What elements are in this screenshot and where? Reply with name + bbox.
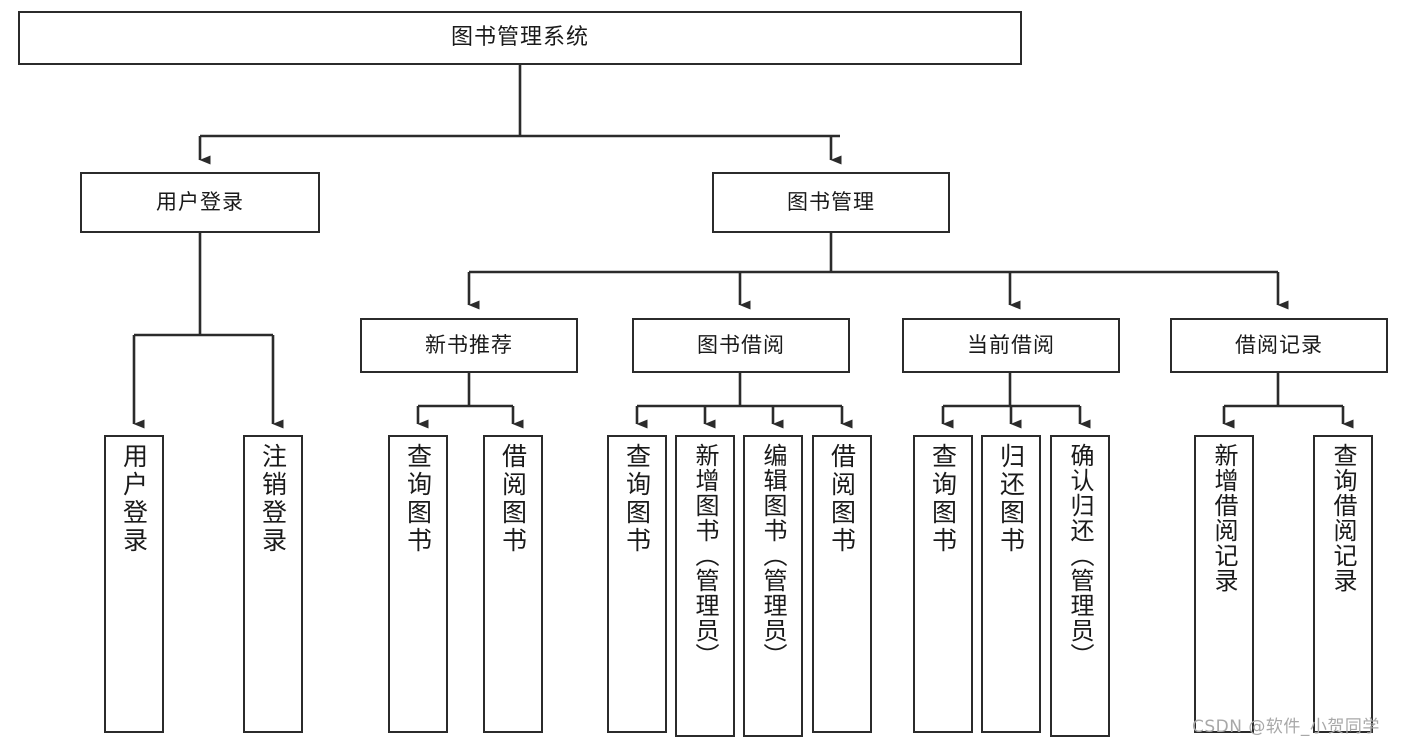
csdn-watermark: CSDN @软件_小贺同学: [1192, 717, 1380, 737]
node-label: 用户登录: [156, 189, 244, 214]
node-current-borrow[interactable]: 当前借阅: [902, 318, 1120, 373]
node-label: 新书推荐: [425, 332, 513, 357]
node-label: 用户登录: [119, 443, 149, 555]
node-label: 图书管理: [787, 189, 875, 214]
node-user-login[interactable]: 用户登录: [80, 172, 320, 233]
leaf-borrow-book-recommend[interactable]: 借阅图书: [483, 435, 543, 733]
leaf-confirm-return-admin[interactable]: 确认归还（管理员）: [1050, 435, 1110, 737]
leaf-query-borrow-record[interactable]: 查询借阅记录: [1313, 435, 1373, 733]
node-label: 图书借阅: [697, 332, 785, 357]
node-label: 注销登录: [258, 443, 288, 555]
leaf-logout[interactable]: 注销登录: [243, 435, 303, 733]
node-new-book-recommend[interactable]: 新书推荐: [360, 318, 578, 373]
node-book-borrow[interactable]: 图书借阅: [632, 318, 850, 373]
leaf-edit-book-admin[interactable]: 编辑图书（管理员）: [743, 435, 803, 737]
leaf-return-book[interactable]: 归还图书: [981, 435, 1041, 733]
node-label: 查询图书: [928, 443, 958, 555]
node-label: 当前借阅: [967, 332, 1055, 357]
node-label: 借阅图书: [498, 443, 528, 555]
node-label: 编辑图书（管理员）: [759, 443, 787, 668]
node-label: 查询图书: [622, 443, 652, 555]
leaf-borrow-book[interactable]: 借阅图书: [812, 435, 872, 733]
node-label: 图书管理系统: [450, 24, 589, 50]
leaf-add-book-admin[interactable]: 新增图书（管理员）: [675, 435, 735, 737]
node-label: 借阅图书: [827, 443, 857, 555]
leaf-user-login[interactable]: 用户登录: [104, 435, 164, 733]
node-label: 查询图书: [403, 443, 433, 555]
leaf-add-borrow-record[interactable]: 新增借阅记录: [1194, 435, 1254, 733]
node-label: 新增借阅记录: [1210, 443, 1238, 593]
node-label: 新增图书（管理员）: [691, 443, 719, 668]
node-borrow-record[interactable]: 借阅记录: [1170, 318, 1388, 373]
node-book-management[interactable]: 图书管理: [712, 172, 950, 233]
leaf-query-book-borrow[interactable]: 查询图书: [607, 435, 667, 733]
node-label: 查询借阅记录: [1329, 443, 1357, 593]
leaf-query-book-recommend[interactable]: 查询图书: [388, 435, 448, 733]
node-label: 归还图书: [996, 443, 1026, 555]
node-label: 借阅记录: [1235, 332, 1323, 357]
leaf-query-book-current[interactable]: 查询图书: [913, 435, 973, 733]
node-label: 确认归还（管理员）: [1066, 443, 1094, 668]
node-root-system[interactable]: 图书管理系统: [18, 11, 1022, 65]
